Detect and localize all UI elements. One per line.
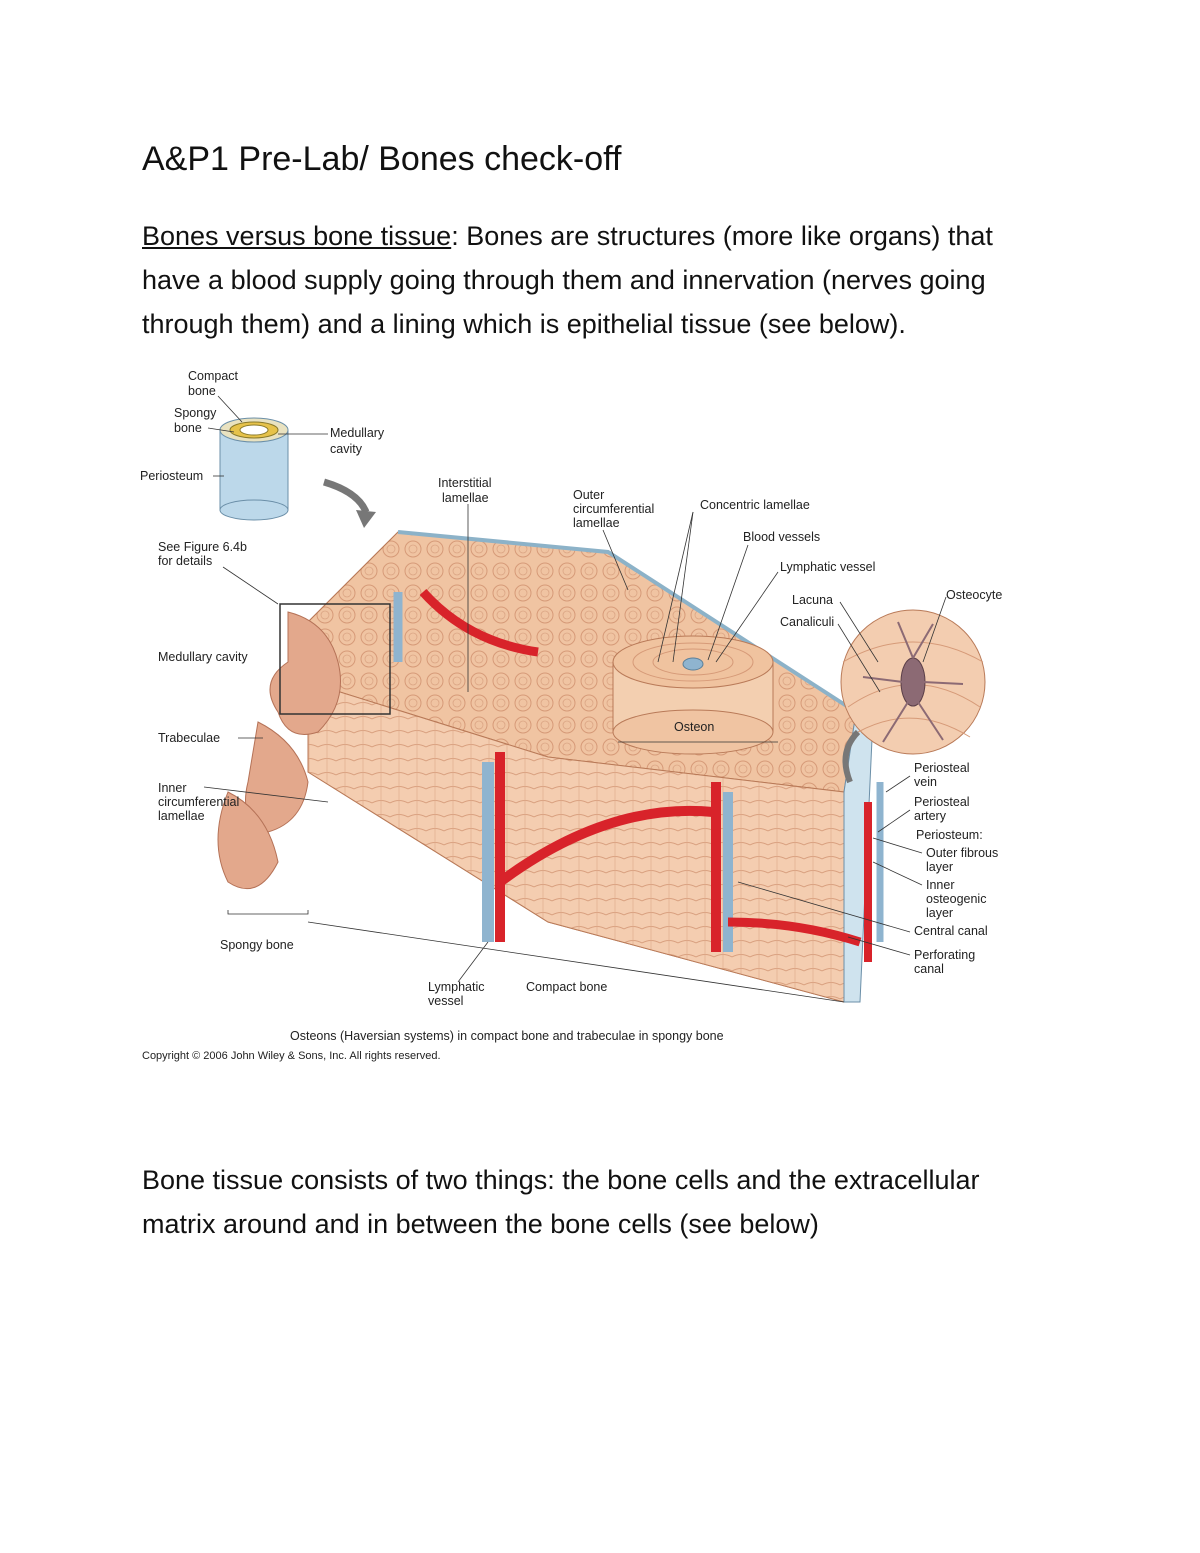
bone-diagram: Compact bone Spongy bone Medullary cavit… (140, 369, 1002, 1062)
label-inner-osteo-3: layer (926, 906, 953, 920)
label-interstitial-1: Interstitial (438, 476, 492, 490)
label-trabeculae: Trabeculae (158, 731, 220, 745)
label-perforating-2: canal (914, 962, 944, 976)
label-lymphatic-top: Lymphatic vessel (780, 560, 875, 574)
label-outer-fibrous-2: layer (926, 860, 953, 874)
label-outer-circ-3: lamellae (573, 516, 620, 530)
label-see-figure-1: See Figure 6.4b (158, 540, 247, 554)
osteocyte-magnified (840, 609, 986, 784)
figure-copyright: Copyright © 2006 John Wiley & Sons, Inc.… (142, 1050, 441, 1062)
label-periosteal-artery-1: Periosteal (914, 795, 970, 809)
label-inner-osteo-1: Inner (926, 878, 955, 892)
label-lymphatic-bottom-2: vessel (428, 994, 463, 1008)
label-periosteum-top: Periosteum (140, 469, 203, 483)
bone-cylinder-inset (219, 417, 376, 528)
blood-vessels (393, 588, 884, 962)
label-perforating-1: Perforating (914, 948, 975, 962)
label-outer-circ-1: Outer (573, 488, 604, 502)
label-inner-circ-1: Inner (158, 781, 187, 795)
intro-line-1: : Bones are structures (more like organs… (451, 221, 993, 251)
label-periosteal-vein-1: Periosteal (914, 761, 970, 775)
tissue-line-2: matrix around and in between the bone ce… (142, 1209, 819, 1239)
arrow-icon (356, 510, 376, 528)
label-inner-circ-3: lamellae (158, 809, 205, 823)
label-inner-circ-2: circumferential (158, 795, 239, 809)
label-spongy-bone-2: bone (174, 421, 202, 435)
label-concentric: Concentric lamellae (700, 498, 810, 512)
detail-box (279, 603, 391, 715)
label-outer-fibrous-1: Outer fibrous (926, 846, 998, 860)
tissue-line-1: Bone tissue consists of two things: the … (142, 1165, 980, 1195)
osteon-cylinder (612, 635, 774, 755)
leader-lines (203, 395, 947, 1003)
label-compact-bone-1: Compact (188, 369, 239, 383)
intro-line-2: have a blood supply going through them a… (142, 265, 986, 295)
figure-caption: Osteons (Haversian systems) in compact b… (290, 1029, 724, 1043)
label-periosteal-vein-2: vein (914, 775, 937, 789)
label-canaliculi: Canaliculi (780, 615, 834, 629)
intro-heading: Bones versus bone tissue (142, 221, 452, 251)
label-see-figure-2: for details (158, 554, 212, 568)
label-compact-bone-2: bone (188, 384, 216, 398)
label-compact-bone-bottom: Compact bone (526, 980, 607, 994)
compact-bone-block (307, 530, 874, 1003)
intro-line-3: through them) and a lining which is epit… (142, 309, 906, 339)
page-title: A&P1 Pre-Lab/ Bones check-off (142, 140, 622, 178)
figure-labels: Compact bone Spongy bone Medullary cavit… (140, 369, 1002, 1008)
label-medullary-cavity-top-2: cavity (330, 442, 363, 456)
label-lymphatic-bottom-1: Lymphatic (428, 980, 485, 994)
label-spongy-bone-1: Spongy (174, 406, 217, 420)
tissue-paragraph: Bone tissue consists of two things: the … (142, 1158, 1072, 1246)
label-periosteum-right: Periosteum: (916, 828, 983, 842)
label-osteocyte: Osteocyte (946, 588, 1002, 602)
intro-paragraph: Bones versus bone tissue: Bones are stru… (142, 214, 1072, 346)
label-blood-vessels: Blood vessels (743, 530, 820, 544)
label-central-canal: Central canal (914, 924, 988, 938)
label-osteon: Osteon (674, 720, 714, 734)
label-interstitial-2: lamellae (442, 491, 489, 505)
label-lacuna: Lacuna (792, 593, 833, 607)
spongy-bone-trabeculae (217, 603, 391, 890)
label-outer-circ-2: circumferential (573, 502, 654, 516)
bone-structure-figure: Compact bone Spongy bone Medullary cavit… (138, 362, 1078, 1072)
label-inner-osteo-2: osteogenic (926, 892, 986, 906)
label-medullary-cavity-left: Medullary cavity (158, 650, 248, 664)
label-spongy-bone-bottom: Spongy bone (220, 938, 294, 952)
label-periosteal-artery-2: artery (914, 809, 947, 823)
label-medullary-cavity-top-1: Medullary (330, 426, 385, 440)
